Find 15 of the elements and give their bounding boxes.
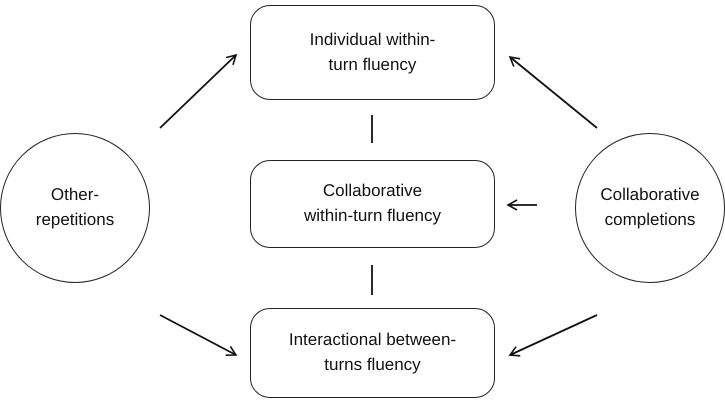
arrow [509,314,598,357]
node-label: Other- repetitions [34,184,116,231]
connector-line [371,115,373,143]
arrow [159,54,237,129]
connector-line [371,265,373,295]
rounded-box [250,5,495,100]
arrow [160,314,237,356]
rounded-box [250,160,495,248]
node-label: Interactional between-turns fluency [288,329,458,376]
rounded-box [250,308,495,398]
arrow [507,199,537,211]
arrow [509,56,598,129]
node-label: Collaborative completions [599,184,701,231]
node-label: Individual within-turn fluency [308,28,436,76]
node-label: Collaborative within-turn fluency [302,180,442,227]
